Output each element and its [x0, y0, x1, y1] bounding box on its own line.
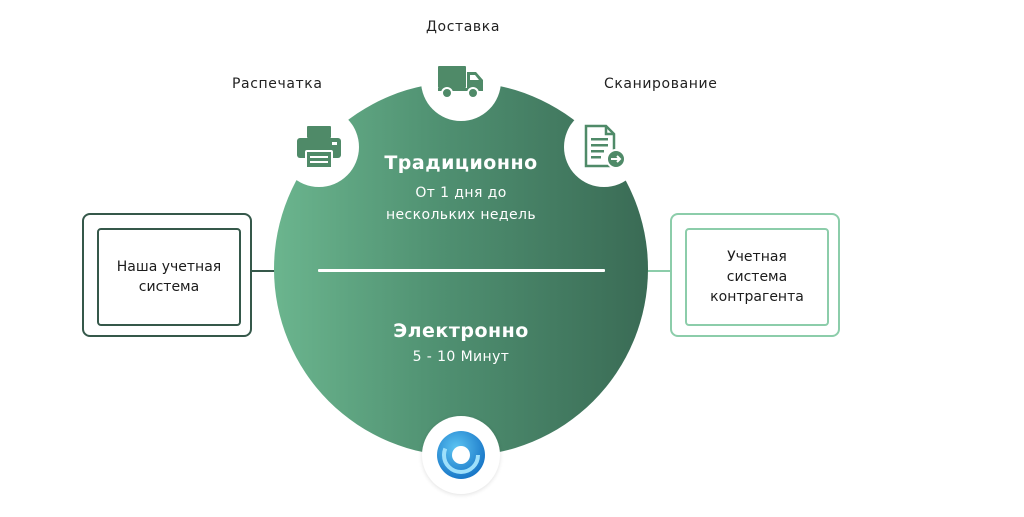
- print-label: Распечатка: [232, 76, 323, 92]
- document-send-icon: [564, 107, 644, 187]
- traditional-title: Традиционно: [384, 152, 538, 174]
- truck-icon: [421, 41, 501, 121]
- printer-icon: [279, 107, 359, 187]
- electronic-title: Электронно: [393, 320, 529, 342]
- service-logo-icon: [422, 416, 500, 494]
- electronic-duration: 5 - 10 Минут: [412, 349, 510, 365]
- delivery-label: Доставка: [426, 19, 501, 35]
- right-connector: [645, 270, 672, 272]
- scan-label: Сканирование: [604, 76, 718, 92]
- left-connector: [252, 270, 278, 272]
- circle-divider: [318, 269, 605, 272]
